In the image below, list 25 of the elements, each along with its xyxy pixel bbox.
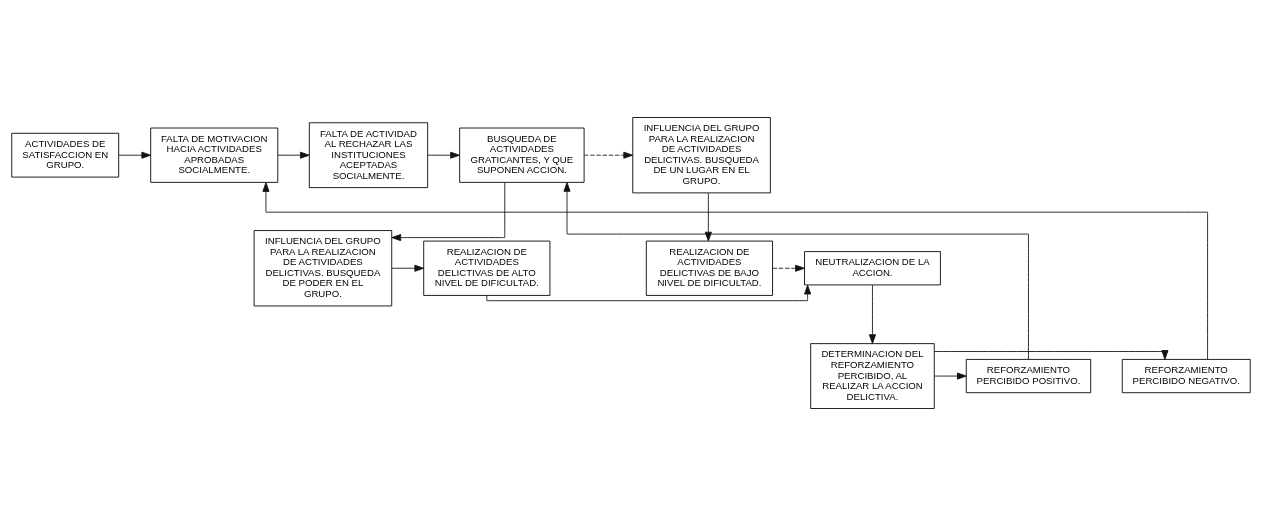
node-box: DETERMINACION DEL REFORZAMIENTO PERCIBIDO, AL REALIZAR LA ACCION DELICTIVA. bbox=[810, 343, 935, 409]
arrow bbox=[583, 151, 633, 159]
arrow bbox=[391, 181, 506, 242]
node-box: REFORZAMIENTO PERCIBIDO NEGATIVO. bbox=[1121, 358, 1251, 394]
node-box: BUSQUEDA DE ACTIVIDADES GRATICANTES, Y QUE SUPONEN ACCION. bbox=[459, 127, 585, 183]
arrow bbox=[563, 182, 1029, 360]
node-box: NEUTRALIZACION DE LA ACCION. bbox=[804, 251, 941, 286]
node-box: REALIZACION DE ACTIVIDADES DELICTIVAS DE ALTO NIVEL DE DIFICULTAD. bbox=[423, 240, 551, 296]
node-box: REALIZACION DE ACTIVIDADES DELICTIVAS DE BAJO NIVEL DE DIFICULTAD. bbox=[645, 240, 773, 296]
arrow bbox=[262, 182, 1208, 360]
arrow bbox=[427, 151, 460, 159]
arrow bbox=[277, 151, 310, 159]
node-box: FALTA DE ACTIVIDAD AL RECHAZAR LAS INSTITUCIONES ACEPTADAS SOCIALMENTE. bbox=[308, 122, 429, 189]
arrow bbox=[772, 264, 805, 272]
arrow bbox=[486, 284, 812, 302]
node-box: REFORZAMIENTO PERCIBIDO POSITIVO. bbox=[965, 358, 1092, 394]
arrow bbox=[391, 264, 425, 272]
node-box: INFLUENCIA DEL GRUPO PARA LA REALIZACION DE ACTIVIDADES DELICTIVAS. BUSQUEDA DE UN LUGAR EN EL GRUPO. bbox=[632, 117, 771, 194]
node-box: INFLUENCIA DEL GRUPO PARA LA REALIZACION DE ACTIVIDADES DELICTIVAS. BUSQUEDA DE PODER EN EL GRUPO. bbox=[253, 230, 393, 307]
node-box: ACTIVIDADES DE SATISFACCION EN GRUPO. bbox=[11, 132, 120, 178]
arrow bbox=[118, 151, 152, 159]
arrow bbox=[933, 372, 967, 380]
arrow bbox=[868, 284, 876, 344]
arrow bbox=[934, 350, 1169, 360]
node-box: FALTA DE MOTIVACION HACIA ACTIVIDADES APROBADAS SOCIALMENTE. bbox=[150, 127, 279, 183]
